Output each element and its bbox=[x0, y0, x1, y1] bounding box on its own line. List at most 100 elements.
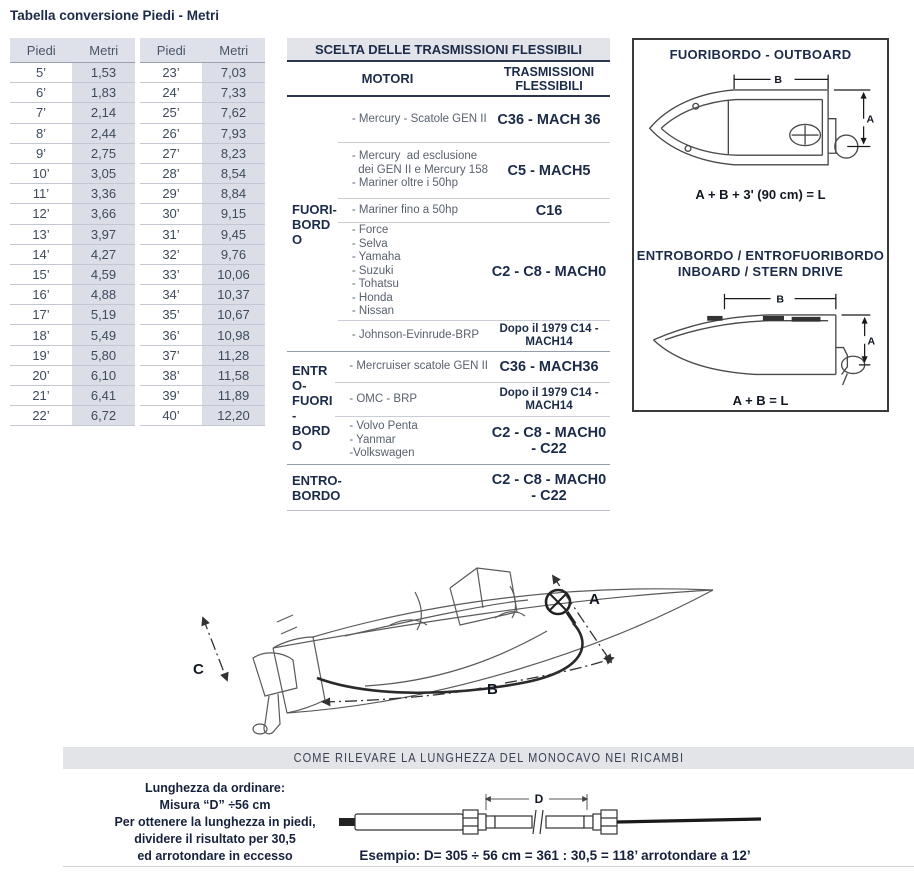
motor-group: ENTRO-BORDO C2 - C8 - MACH0 - C22 bbox=[287, 464, 610, 510]
page-title: Tabella conversione Piedi - Metri bbox=[10, 8, 220, 23]
motor-list: - Volvo Penta- Yanmar-Volkswagen bbox=[335, 417, 488, 464]
motor-list bbox=[343, 465, 488, 510]
dim-c-label: C bbox=[193, 661, 204, 678]
motor-item: - Johnson-Evinrude-BRP bbox=[351, 329, 480, 342]
feet-value: 9’ bbox=[10, 143, 72, 163]
group-label: ENTRO-BORDO bbox=[292, 472, 342, 503]
inboard-sideview-diagram: B A bbox=[652, 293, 876, 386]
meters-value: 7,03 bbox=[202, 63, 265, 83]
meters-value: 10,98 bbox=[202, 325, 265, 345]
conversion-table-header: Piedi Metri bbox=[140, 38, 265, 63]
example-line: Esempio: D= 305 ÷ 56 cm = 361 : 30,5 = 1… bbox=[359, 848, 751, 863]
conversion-row: 5’1,53 bbox=[10, 63, 135, 84]
conversion-row: 9’2,75 bbox=[10, 143, 135, 164]
meters-value: 10,06 bbox=[202, 264, 265, 285]
meters-value: 6,41 bbox=[72, 386, 135, 406]
feet-value: 22’ bbox=[10, 406, 72, 426]
outboard-topview-diagram: B A bbox=[648, 74, 875, 166]
conversion-row: 39’11,89 bbox=[140, 386, 265, 407]
feet-value: 28’ bbox=[140, 163, 202, 184]
transmission-code: C2 - C8 - MACH0 - C22 bbox=[491, 471, 607, 504]
column-header-trasmissioni: TRASMISSIONI FLESSIBILI bbox=[503, 64, 595, 93]
feet-value: 34’ bbox=[140, 285, 202, 305]
selection-row: C2 - C8 - MACH0 - C22 bbox=[343, 465, 610, 510]
feet-value: 20’ bbox=[10, 365, 72, 385]
conversion-row: 6’1,83 bbox=[10, 83, 135, 104]
feet-value: 17’ bbox=[10, 305, 72, 325]
col-header-piedi: Piedi bbox=[26, 42, 56, 58]
transmission-code: C36 - MACH36 bbox=[499, 359, 599, 375]
meters-value: 7,62 bbox=[202, 103, 265, 123]
conversion-row: 12’3,66 bbox=[10, 204, 135, 225]
column-header-motori: MOTORI bbox=[361, 71, 414, 86]
transmission-code: C5 - MACH5 bbox=[507, 162, 591, 179]
motor-list: - Johnson-Evinrude-BRP bbox=[338, 321, 488, 351]
motor-item: - Selva bbox=[351, 237, 388, 250]
motor-item: dei GEN II e Mercury 158 bbox=[351, 163, 488, 176]
feet-value: 14’ bbox=[10, 244, 72, 264]
instruction-line: Per ottenere la lunghezza in piedi, bbox=[114, 814, 316, 829]
cable-measure-diagram: D bbox=[339, 792, 762, 835]
feet-value: 7’ bbox=[10, 103, 72, 123]
meters-value: 5,80 bbox=[72, 345, 135, 365]
meters-value: 10,37 bbox=[202, 285, 265, 305]
meters-value: 3,66 bbox=[72, 204, 135, 224]
conversion-row: 21’6,41 bbox=[10, 386, 135, 407]
dim-a-label: A bbox=[867, 114, 875, 126]
meters-value: 7,33 bbox=[202, 83, 265, 103]
motor-list: - Force- Selva- Yamaha- Suzuki- Tohatsu-… bbox=[338, 223, 488, 320]
motor-list: - OMC - BRP bbox=[335, 383, 488, 416]
conversion-row: 29’8,84 bbox=[140, 184, 265, 205]
meters-value: 6,10 bbox=[72, 365, 135, 385]
conversion-row: 25’7,62 bbox=[140, 103, 265, 124]
motor-item: - Yamaha bbox=[351, 251, 401, 264]
transmission-selection-table: SCELTA DELLE TRASMISSIONI FLESSIBILI MOT… bbox=[287, 38, 610, 511]
feet-value: 31’ bbox=[140, 224, 202, 244]
inboard-diagram-title: ENTROBORDO / ENTROFUORIBORDO INBOARD / S… bbox=[634, 248, 887, 280]
feet-value: 8’ bbox=[10, 123, 72, 143]
bottom-rule bbox=[63, 866, 914, 867]
meters-value: 6,72 bbox=[72, 406, 135, 426]
meters-value: 2,75 bbox=[72, 143, 135, 163]
motor-item: - OMC - BRP bbox=[349, 392, 418, 405]
feet-value: 39’ bbox=[140, 386, 202, 406]
feet-value: 38’ bbox=[140, 365, 202, 385]
conversion-row: 8’2,44 bbox=[10, 123, 135, 144]
meters-value: 9,45 bbox=[202, 224, 265, 244]
motor-list: - Mariner fino a 50hp bbox=[338, 199, 488, 222]
conversion-row: 26’7,93 bbox=[140, 123, 265, 144]
feet-value: 5’ bbox=[10, 63, 72, 83]
meters-value: 4,59 bbox=[72, 264, 135, 285]
instruction-line: dividere il risultato per 30,5 bbox=[134, 831, 296, 846]
meters-value: 5,49 bbox=[72, 325, 135, 345]
feet-value: 33’ bbox=[140, 264, 202, 285]
selection-row: - OMC - BRP Dopo il 1979 C14 - MACH14 bbox=[335, 382, 610, 416]
conversion-row: 35’10,67 bbox=[140, 305, 265, 326]
feet-value: 25’ bbox=[140, 103, 202, 123]
conversion-row: 38’11,58 bbox=[140, 365, 265, 386]
meters-value: 9,76 bbox=[202, 244, 265, 264]
meters-value: 3,36 bbox=[72, 184, 135, 204]
instruction-line: Lunghezza da ordinare: bbox=[144, 780, 286, 795]
conversion-row: 24’7,33 bbox=[140, 83, 265, 104]
meters-value: 1,83 bbox=[72, 83, 135, 103]
meters-value: 12,20 bbox=[202, 406, 265, 426]
conversion-row: 11’3,36 bbox=[10, 184, 135, 205]
dim-a-label: A bbox=[868, 336, 876, 348]
meters-value: 11,28 bbox=[202, 345, 265, 365]
outboard-formula: A + B + 3' (90 cm) = L bbox=[695, 187, 826, 202]
meters-value: 3,97 bbox=[72, 224, 135, 244]
inboard-title-line1: ENTROBORDO / ENTROFUORIBORDO bbox=[636, 248, 885, 263]
transmission-code: Dopo il 1979 C14 - MACH14 bbox=[499, 386, 599, 412]
instruction-line: ed arrotondare in eccesso bbox=[137, 848, 293, 863]
feet-value: 10’ bbox=[10, 163, 72, 184]
dim-b-label: B bbox=[774, 74, 782, 86]
meters-value: 8,84 bbox=[202, 184, 265, 204]
motor-item: - Nissan bbox=[351, 305, 395, 318]
